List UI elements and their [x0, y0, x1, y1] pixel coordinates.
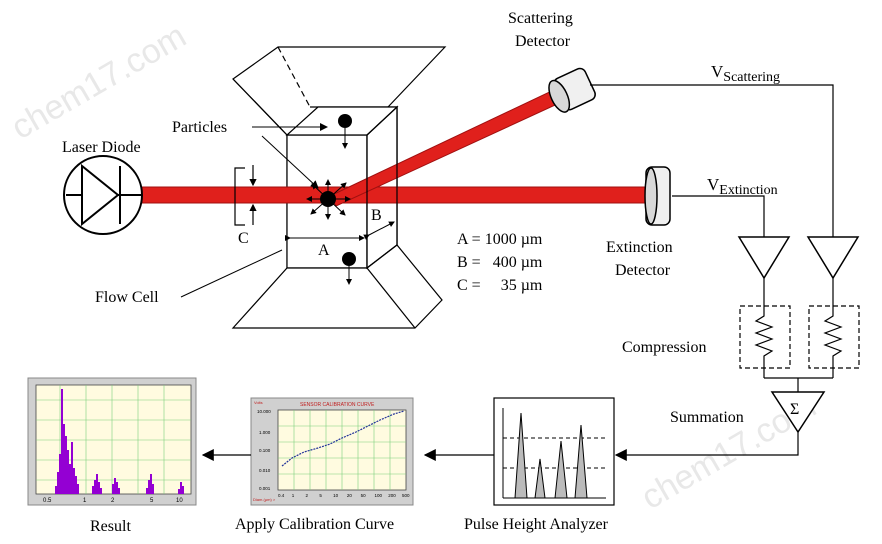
result-bar: [75, 476, 77, 494]
result-bar: [96, 474, 98, 494]
result-bar: [98, 482, 100, 494]
calibration-x-tick-5: 20: [347, 493, 353, 498]
result-bar: [146, 488, 148, 494]
calibration-x-tick-0: 0.4: [278, 493, 285, 498]
spec-a: A = 1000 µm: [457, 231, 543, 248]
watermark-top: chem17.com: [5, 17, 193, 147]
scattering-detector: [548, 67, 596, 113]
extinction-amplifier: [737, 236, 791, 280]
v-scattering-label: VScattering: [711, 62, 780, 85]
calibration-y-tick-0: 10.000: [257, 409, 271, 414]
compression-extinction: [739, 305, 791, 369]
result-bar: [77, 484, 79, 494]
calibration-title: SENSOR CALIBRATION CURVE: [300, 402, 375, 408]
calibration-x-tick-3: 5: [319, 493, 322, 498]
extinction-detector-label-2: Detector: [615, 262, 671, 279]
result-bar: [65, 436, 67, 494]
calibration-x-tick-2: 2: [306, 493, 309, 498]
result-x-tick-3: 5: [150, 498, 154, 504]
result-x-tick-2: 2: [111, 498, 115, 504]
result-bar: [148, 480, 150, 494]
result-bar: [71, 442, 73, 494]
laser-diode-label: Laser Diode: [62, 139, 141, 156]
calibration-x-tick-9: 500: [402, 493, 410, 498]
result-bar: [182, 486, 184, 494]
result-x-tick-0: 0.5: [43, 498, 52, 504]
calibration-x-tick-6: 50: [361, 493, 367, 498]
result-bar: [94, 480, 96, 494]
result-bar: [100, 488, 102, 494]
sigma-symbol: Σ: [790, 401, 799, 418]
signal-wires: [590, 84, 834, 456]
calibration-x-tick-7: 100: [374, 493, 382, 498]
dim-a-label: A: [318, 242, 330, 259]
result-bar: [59, 454, 61, 494]
result-bar: [180, 482, 182, 494]
calibration-y-tick-3: 0.010: [259, 468, 271, 473]
calibration-x-unit: Diam.(µm) >: [253, 497, 276, 502]
result-x-tick-4: 10: [176, 498, 183, 504]
summation-amplifier: [770, 391, 826, 434]
particle-top: [338, 114, 352, 128]
calibration-x-tick-8: 200: [388, 493, 396, 498]
calibration-y-unit: Volts: [254, 400, 263, 405]
calibration-y-tick-4: 0.001: [259, 486, 271, 491]
extinction-detector: [644, 166, 671, 226]
compression-scattering: [808, 305, 860, 369]
dim-c-label: C: [238, 230, 249, 247]
summation-label: Summation: [670, 409, 744, 426]
calibration-y-tick-1: 1.000: [259, 430, 271, 435]
pha-label: Pulse Height Analyzer: [464, 516, 609, 533]
result-chart: 0.5 1 2 5 10: [27, 377, 197, 506]
result-bar: [112, 484, 114, 494]
particles-label: Particles: [172, 119, 227, 136]
laser-beam: [141, 186, 648, 204]
calibration-curve-panel: SENSOR CALIBRATION CURVE Volts Diam.(µm)…: [250, 397, 414, 506]
particle-bottom: [342, 252, 356, 266]
result-bar: [152, 484, 154, 494]
apply-calibration-label: Apply Calibration Curve: [235, 516, 394, 533]
result-bar: [114, 478, 116, 494]
result-bar: [61, 389, 63, 494]
result-label: Result: [90, 518, 131, 535]
spec-c: C = 35 µm: [457, 277, 543, 294]
result-bar: [57, 472, 59, 494]
calibration-y-tick-2: 0.100: [259, 448, 271, 453]
result-bar: [69, 464, 71, 494]
result-bar: [150, 474, 152, 494]
dim-c-bracket: [234, 165, 257, 226]
result-bar: [73, 468, 75, 494]
flow-cell-label: Flow Cell: [95, 289, 159, 306]
v-extinction-label: VExtinction: [707, 175, 778, 198]
laser-diode-symbol: [63, 155, 143, 235]
result-bar: [67, 450, 69, 494]
calibration-x-tick-1: 1: [292, 493, 295, 498]
result-bar: [178, 489, 180, 494]
result-bar: [116, 482, 118, 494]
scattering-detector-label-1: Scattering: [508, 10, 573, 27]
result-bar: [55, 486, 57, 494]
calibration-x-tick-4: 10: [333, 493, 339, 498]
result-bar: [92, 486, 94, 494]
extinction-detector-label-1: Extinction: [606, 239, 673, 256]
scattering-amplifier: [806, 236, 860, 280]
pulse-height-analyzer: [493, 397, 615, 506]
result-bar: [118, 488, 120, 494]
result-bar: [63, 424, 65, 494]
scattering-detector-label-2: Detector: [515, 33, 571, 50]
compression-label: Compression: [622, 339, 706, 356]
result-x-tick-1: 1: [83, 498, 87, 504]
spec-b: B = 400 µm: [457, 254, 543, 271]
dim-b-label: B: [371, 207, 382, 224]
